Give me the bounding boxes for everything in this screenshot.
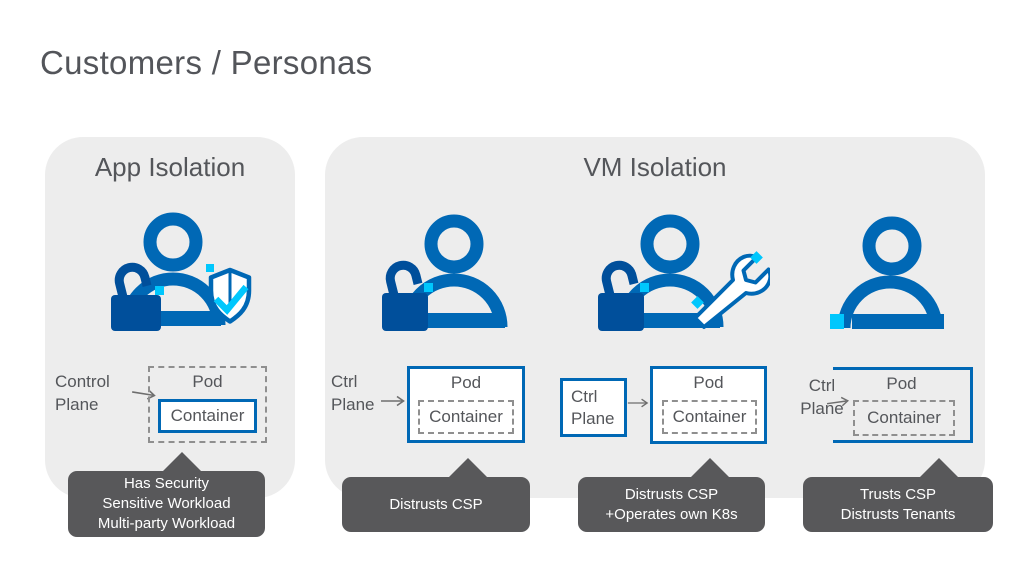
callout-text: Distrusts CSP bbox=[389, 495, 483, 513]
pod-box-open-left: Pod Container bbox=[833, 367, 973, 443]
control-plane-label: Ctrl Plane bbox=[331, 372, 375, 414]
callout-app-isolation: Has Security Sensitive Workload Multi-pa… bbox=[68, 452, 265, 537]
cyan-accent bbox=[424, 283, 433, 292]
user-head bbox=[640, 214, 700, 274]
lock-shackle bbox=[601, 260, 639, 297]
container-box: Container bbox=[853, 400, 955, 436]
user-head bbox=[424, 214, 484, 274]
container-box: Container bbox=[662, 400, 757, 434]
container-label: Container bbox=[429, 407, 503, 426]
user-icon bbox=[830, 216, 944, 329]
cyan-accent bbox=[640, 283, 649, 292]
lock-icon bbox=[382, 293, 428, 331]
app-isolation-panel: App Isolation Control Plane Pod Containe… bbox=[45, 137, 295, 498]
slide-title: Customers / Personas bbox=[40, 44, 373, 81]
pod-label: Pod bbox=[450, 373, 482, 392]
checkmark-icon bbox=[213, 284, 249, 315]
user-lock-wrench-icon bbox=[598, 214, 770, 331]
lock-shackle bbox=[114, 262, 152, 299]
arrow-icon bbox=[627, 398, 649, 408]
lock-icon bbox=[598, 293, 644, 331]
user-body bbox=[837, 275, 943, 329]
callout-trusts-csp: Trusts CSP Distrusts Tenants bbox=[803, 458, 993, 532]
callout-distrusts-csp: Distrusts CSP bbox=[342, 458, 530, 532]
arrow-icon bbox=[826, 396, 850, 407]
cyan-accent bbox=[206, 264, 214, 272]
pod-label: Pod bbox=[192, 372, 223, 391]
pod-label: Pod bbox=[693, 373, 724, 392]
vm-isolation-panel: VM Isolation Ctrl Plane Pod Container bbox=[325, 137, 985, 498]
control-plane-label: Control Plane bbox=[55, 372, 110, 414]
callout-text: Has Security Sensitive Workload Multi-pa… bbox=[97, 475, 236, 532]
control-plane-box: Ctrl Plane bbox=[560, 378, 627, 437]
pod-box: Pod Container bbox=[407, 366, 525, 443]
container-label: Container bbox=[867, 408, 941, 427]
callout-pointer bbox=[690, 458, 730, 478]
container-label: Container bbox=[672, 407, 747, 426]
control-plane-label: Ctrl Plane bbox=[800, 376, 844, 418]
user-base bbox=[852, 314, 944, 329]
callout-text: Distrusts CSP +Operates own K8s bbox=[605, 485, 738, 523]
user-base bbox=[425, 313, 505, 328]
arrow-icon bbox=[381, 395, 405, 407]
wrench-icon bbox=[693, 253, 770, 329]
user-base bbox=[144, 311, 221, 326]
callout-text: Trusts CSP Distrusts Tenants bbox=[840, 485, 956, 523]
cyan-accent bbox=[155, 286, 164, 295]
callout-pointer bbox=[162, 452, 202, 472]
lock-icon bbox=[111, 295, 161, 331]
user-head bbox=[143, 212, 203, 272]
user-lock-shield-icon bbox=[111, 212, 252, 331]
app-isolation-heading: App Isolation bbox=[94, 152, 246, 182]
vm-isolation-heading: VM Isolation bbox=[583, 152, 727, 182]
container-box: Container bbox=[418, 400, 514, 434]
callout-distrusts-csp-own-k8s: Distrusts CSP +Operates own K8s bbox=[578, 458, 765, 532]
cyan-accent bbox=[830, 314, 844, 329]
pod-box: Pod Container bbox=[148, 366, 267, 443]
callout-pointer bbox=[448, 458, 488, 478]
lock-shackle bbox=[385, 260, 423, 297]
pod-box: Pod Container bbox=[650, 366, 767, 444]
container-label: Container bbox=[170, 406, 245, 425]
container-box: Container bbox=[158, 399, 257, 433]
user-lock-icon bbox=[382, 214, 508, 331]
pod-label: Pod bbox=[886, 374, 917, 393]
callout-pointer bbox=[919, 458, 959, 478]
user-head bbox=[862, 216, 922, 276]
